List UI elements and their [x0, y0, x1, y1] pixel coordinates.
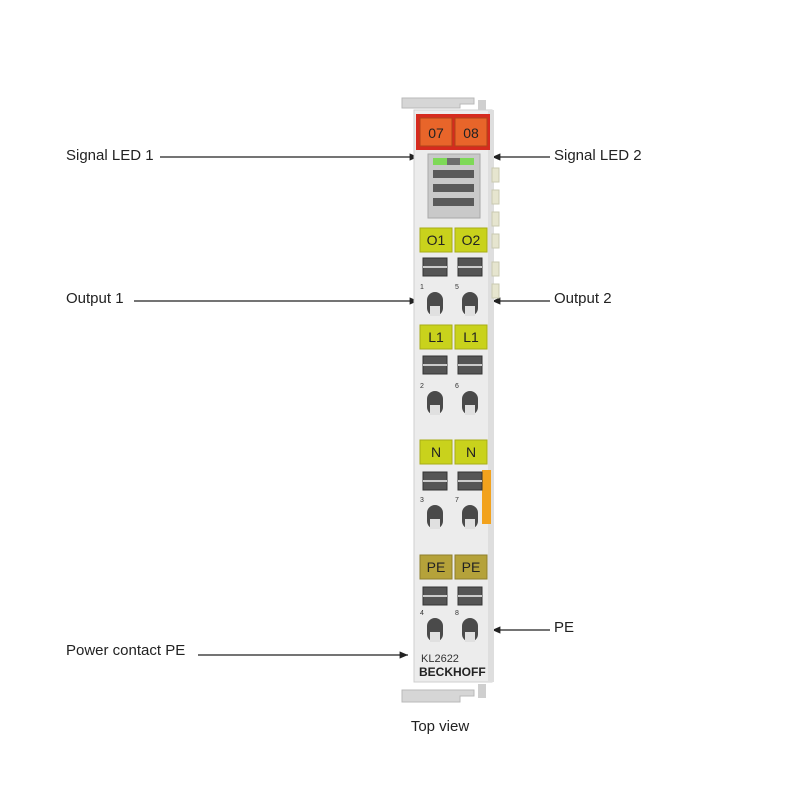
terminal-number-4: 4	[420, 610, 424, 617]
top-clip	[401, 97, 486, 114]
terminal-number-8: 8	[455, 610, 459, 617]
clamp-group-3: 3 7	[420, 471, 483, 529]
side-contacts	[491, 167, 500, 299]
label-pe-left: PE	[427, 559, 446, 575]
label-row-2: L1 L1	[419, 324, 488, 350]
terminal-number-1: 1	[420, 284, 424, 291]
label-l1-left: L1	[428, 329, 444, 345]
callout-pe: PE	[554, 619, 575, 636]
label-08: 08	[463, 125, 479, 141]
callout-power-contact-pe: Power contact PE	[66, 642, 186, 659]
label-row-1: O1 O2	[419, 227, 488, 253]
terminal-number-5: 5	[455, 284, 459, 291]
terminal-number-7: 7	[455, 497, 459, 504]
label-row-3: N N	[419, 439, 488, 465]
callout-output-1: Output 1	[66, 290, 124, 307]
clamp-group-4: 4 8	[420, 586, 483, 642]
caption-top-view: Top view	[410, 718, 470, 735]
orange-strip	[482, 470, 491, 524]
label-07: 07	[428, 125, 444, 141]
brand-logo: BECKHOFF	[419, 665, 486, 679]
top-label-area: 07 08	[416, 114, 490, 150]
label-row-4: PE PE	[419, 554, 488, 580]
bottom-clip	[401, 684, 486, 703]
label-o2: O2	[462, 232, 481, 248]
terminal-number-3: 3	[420, 497, 424, 504]
label-o1: O1	[427, 232, 446, 248]
model-label: KL2622	[421, 653, 459, 665]
label-pe-right: PE	[462, 559, 481, 575]
terminal-number-6: 6	[455, 383, 459, 390]
label-n-left: N	[431, 444, 441, 460]
clamp-group-1: 1 5	[420, 257, 483, 316]
signal-led-1	[433, 158, 447, 165]
led-window	[427, 153, 481, 219]
signal-led-2	[460, 158, 474, 165]
callout-signal-led-1: Signal LED 1	[66, 147, 154, 164]
terminal-number-2: 2	[420, 383, 424, 390]
callout-signal-led-2: Signal LED 2	[554, 147, 642, 164]
callout-output-2: Output 2	[554, 290, 612, 307]
label-n-right: N	[466, 444, 476, 460]
label-l1-right: L1	[463, 329, 479, 345]
clamp-group-2: 2 6	[420, 355, 483, 415]
